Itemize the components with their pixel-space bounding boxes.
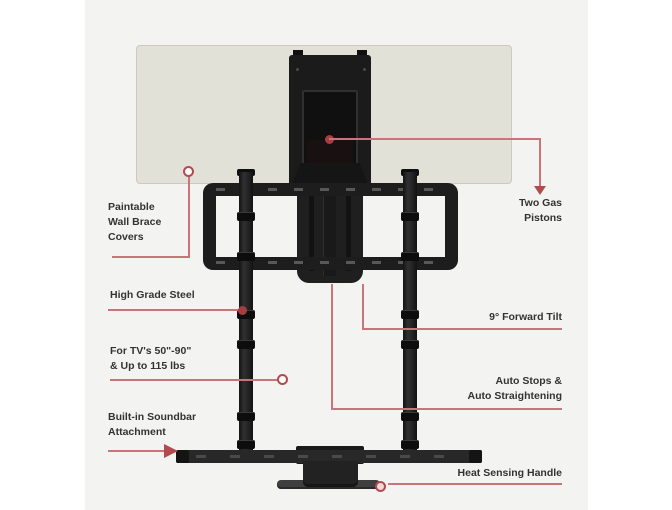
screw-icon (363, 68, 366, 71)
rail-collar (401, 252, 419, 261)
callout-tilt-label: 9° Forward Tilt (440, 310, 562, 325)
rail-collar (237, 340, 255, 349)
handle-mount-box (303, 461, 358, 487)
soundbar-bar-endcap (469, 450, 482, 463)
rail-collar (401, 310, 419, 319)
rail-collar (237, 212, 255, 221)
callout-tvs-label: For TV's 50"-90" & Up to 115 lbs (110, 344, 220, 374)
rail-collar (401, 412, 419, 421)
connector-paintable (188, 176, 190, 258)
soundbar-bar-endcap (176, 450, 189, 463)
dot-marker (238, 306, 247, 315)
callout-label-line: Built-in Soundbar (108, 411, 197, 423)
wall-plate-tab (293, 50, 303, 57)
callout-label-line: Auto Stops & (495, 375, 563, 387)
rail-collar (237, 412, 255, 421)
callout-label-line: Wall Brace (108, 216, 162, 228)
connector-paintable (112, 256, 190, 258)
callout-soundbar-label: Built-in Soundbar Attachment (108, 410, 208, 440)
callout-label-line: 9° Forward Tilt (489, 311, 562, 323)
callout-label-line: Paintable (108, 201, 155, 213)
connector-handle (388, 483, 562, 485)
bracket-slots (216, 188, 445, 191)
mechanism-center (323, 196, 336, 276)
callout-label-line: For TV's 50"-90" (110, 345, 192, 357)
open-circle-marker (277, 374, 288, 385)
rail-collar (401, 340, 419, 349)
diagram-canvas: Paintable Wall Brace Covers High Grade S… (85, 0, 588, 510)
callout-label-line: & Up to 115 lbs (110, 360, 186, 372)
rail-collar (401, 440, 419, 449)
connector-tvs (110, 379, 279, 381)
connector-pistons (329, 138, 541, 140)
arrow-right-marker (164, 444, 178, 458)
open-circle-marker (375, 481, 386, 492)
soundbar-slots (196, 455, 462, 458)
callout-label-line: Covers (108, 231, 144, 243)
connector-soundbar (108, 450, 166, 452)
gas-piston-cover (309, 195, 314, 271)
connector-autostops (331, 284, 333, 410)
screw-icon (296, 68, 299, 71)
callout-label-line: Auto Straightening (467, 390, 563, 402)
connector-tilt (362, 284, 364, 330)
callout-label-line: Two Gas (519, 197, 562, 209)
arrow-down-marker (534, 186, 546, 195)
callout-autostops-label: Auto Stops & Auto Straightening (420, 374, 563, 404)
rail-collar (237, 440, 255, 449)
connector-autostops (331, 408, 562, 410)
callout-handle-label: Heat Sensing Handle (420, 466, 562, 481)
callout-label-line: Heat Sensing Handle (457, 467, 562, 479)
callout-label-line: Pistons (524, 212, 562, 224)
connector-tilt (362, 328, 562, 330)
wall-plate-tab (357, 50, 367, 57)
connector-pistons (539, 138, 541, 188)
rail-collar (401, 212, 419, 221)
callout-pistons-label: Two Gas Pistons (460, 196, 562, 226)
bracket-slots (216, 261, 445, 264)
gas-piston-cover (346, 195, 351, 271)
callout-label-line: High Grade Steel (110, 289, 195, 301)
open-circle-marker (183, 166, 194, 177)
rail-collar (237, 252, 255, 261)
callout-steel-label: High Grade Steel (110, 288, 220, 303)
connector-steel (108, 309, 242, 311)
callout-paintable-label: Paintable Wall Brace Covers (108, 200, 183, 245)
rail-collar (237, 310, 255, 319)
callout-label-line: Attachment (108, 426, 166, 438)
